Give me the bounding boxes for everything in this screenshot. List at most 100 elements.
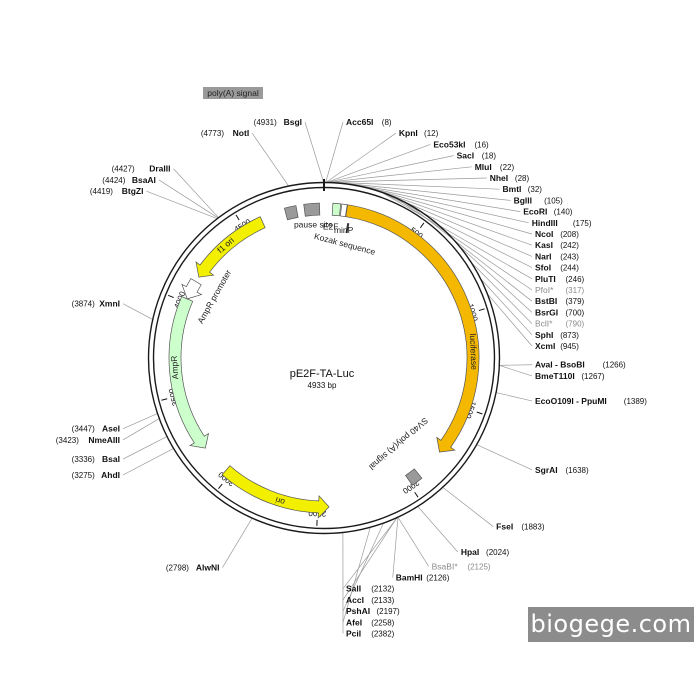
site-leader (369, 187, 533, 235)
site-name: EcoO109I - PpuMI (535, 396, 607, 406)
site-leader (158, 179, 218, 219)
site-name: HindIII (532, 218, 558, 228)
polya-tag-text: poly(A) signal (207, 88, 259, 98)
site-leader (325, 121, 344, 183)
site-leader (476, 444, 533, 471)
site-position: (175) (573, 219, 592, 228)
site-acc65i: Acc65I(8) (346, 117, 392, 127)
site-position: (3275) (72, 471, 95, 480)
site-position: (32) (528, 185, 543, 194)
site-leader (251, 133, 289, 186)
site-name: AlwNI (196, 563, 220, 573)
site-leader (122, 436, 167, 460)
feature-label-e2f: E2F (323, 221, 339, 231)
site-position: (1638) (566, 466, 589, 475)
site-name: DraIII (149, 164, 170, 174)
site-nhei: NheI (28) (490, 173, 530, 183)
site-ecori: EcoRI(140) (523, 207, 573, 217)
site-name: PciI (346, 629, 361, 639)
site-name: BtgZI (122, 186, 144, 196)
site-avai-bsobi: AvaI - BsoBI (1266) (535, 360, 626, 370)
site-position: (28) (515, 174, 530, 183)
feature-label-pause-site: pause site (294, 220, 333, 230)
site-xcmi: XcmI(945) (535, 341, 579, 351)
site-name: XmnI (99, 299, 120, 309)
site-name: NarI (535, 251, 552, 261)
feature-label-ori: ori (274, 495, 286, 507)
site-leader (330, 177, 487, 183)
site-leader (326, 132, 397, 183)
site-pshai: PshAI(2197) (346, 606, 400, 616)
site-position: (1883) (521, 523, 544, 532)
site-position: (2382) (371, 630, 394, 639)
site-afei: AfeI(2258) (346, 617, 395, 627)
site-position: (3447) (72, 425, 95, 434)
tick-label: 2500 (308, 508, 327, 518)
site-bsgi: BsgI(4931) (254, 117, 302, 127)
site-leader (342, 518, 397, 601)
site-saci: SacI(18) (457, 151, 497, 161)
site-name: XcmI (535, 341, 555, 351)
site-kasi: KasI (242) (535, 240, 579, 250)
site-bcli: BclI*(790) (535, 319, 585, 329)
site-name: AvaI - BsoBI (535, 360, 585, 370)
site-position: (2258) (371, 618, 394, 627)
site-leader (417, 506, 459, 553)
site-name: NheI (490, 173, 508, 183)
site-acci: AccI(2133) (346, 595, 395, 605)
site-position: (242) (560, 241, 579, 250)
site-name: BsaAI (132, 175, 156, 185)
feature-ampr (168, 296, 210, 449)
site-mlui: MluI(22) (475, 162, 515, 172)
tick-mark (235, 214, 240, 221)
site-leader (327, 144, 431, 183)
site-bstbi: BstBI(379) (535, 296, 585, 306)
site-pluti: PluTI(246) (535, 274, 585, 284)
site-name: BsaBI* (432, 561, 459, 571)
site-hpai: HpaI(2024) (461, 547, 510, 557)
site-name: BsgI (284, 117, 302, 127)
site-asei: AseI(3447) (72, 424, 120, 434)
site-position: (16) (474, 140, 489, 149)
feature-e2f (331, 202, 342, 217)
feature-label-luciferase: luciferase (468, 333, 480, 370)
site-kpni: KpnI(12) (399, 128, 439, 138)
site-leader (222, 518, 253, 568)
feature-pause-site (303, 202, 321, 217)
site-position: (18) (482, 152, 497, 161)
restriction-site-labels: Acc65I(8)KpnI(12)Eco53kI(16)SacI(18)MluI… (56, 117, 647, 639)
site-leader (481, 279, 533, 336)
site-position: (1266) (603, 361, 626, 370)
site-position: (4419) (90, 187, 113, 196)
site-leader (304, 121, 324, 183)
site-leader (355, 184, 521, 212)
site-leader (460, 247, 533, 313)
site-leader (122, 413, 158, 430)
site-name: SphI (535, 330, 553, 340)
site-name: MluI (475, 162, 492, 172)
site-name: KasI (535, 240, 553, 250)
site-ahdi: AhdI(3275) (72, 470, 120, 480)
site-name: BmeT110I (535, 371, 575, 381)
site-name: SgrAI (535, 465, 558, 475)
site-position: (700) (566, 308, 585, 317)
tick-mark (478, 308, 485, 312)
site-name: PfoI* (535, 285, 554, 295)
site-leader (442, 487, 494, 527)
tick-mark (167, 294, 174, 299)
site-position: (4424) (102, 176, 125, 185)
site-draiii: DraIII(4427) (112, 164, 171, 174)
feature-label-ampr: AmpR (169, 355, 180, 379)
site-bglii: BglII(105) (514, 195, 564, 205)
feature-minp (339, 203, 348, 218)
site-bsrgi: BsrGI(700) (535, 307, 585, 317)
site-position: (790) (566, 320, 585, 329)
site-bamhi: BamHI(2126) (396, 573, 450, 583)
site-hindiii: HindIII (175) (532, 218, 592, 228)
site-position: (244) (560, 264, 579, 273)
site-name: NotI (233, 128, 250, 138)
site-bsaai: BsaAI (4424) (102, 175, 156, 185)
site-position: (3874) (72, 300, 95, 309)
site-btgzi: BtgZI (4419) (90, 186, 144, 196)
